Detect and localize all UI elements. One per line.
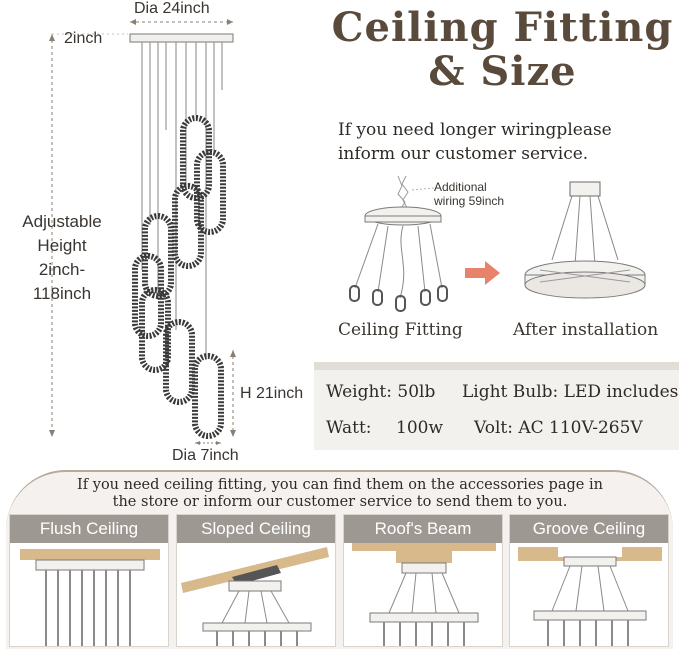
after-installation-drawing (524, 181, 646, 299)
spec-box: Weight: 50lb Light Bulb: LED includes Wa… (314, 362, 679, 450)
adjustable-height-label: Adjustable Height 2inch-118inch (10, 210, 114, 306)
wiring-note: If you need longer wiringplease inform o… (338, 118, 668, 166)
info-line1: If you need ceiling fitting, you can fin… (77, 477, 603, 493)
card-groove-ceiling-label: Groove Ceiling (510, 515, 668, 543)
pendant-rings (132, 115, 226, 439)
groove-ceiling-drawing (518, 547, 662, 646)
canopy-diameter-label: Dia 24inch (134, 0, 210, 17)
canopy-height-label: 2inch (64, 30, 103, 47)
card-roofs-beam: Roof's Beam (343, 514, 503, 647)
installation-diagram (349, 175, 646, 312)
card-sloped-ceiling-label: Sloped Ceiling (177, 515, 335, 543)
canopy-plate (129, 33, 234, 43)
pendant-height-label: H 21inch (240, 385, 304, 402)
additional-wiring-label: Additional wiring 59inch (434, 180, 504, 208)
info-line2: the store or inform our customer service… (112, 494, 568, 510)
card-flush-ceiling: Flush Ceiling (9, 514, 169, 647)
spec-watt-label: Watt: (326, 418, 372, 438)
chandelier-drawing (49, 19, 236, 445)
ceiling-fitting-info: If you need ceiling fitting, you can fin… (40, 477, 640, 511)
title-line1: Ceiling Fitting (331, 4, 674, 51)
spec-weight: Weight: 50lb (326, 382, 436, 402)
spec-box-bar (314, 362, 679, 370)
ceiling-fitting-drawing (349, 175, 448, 312)
canopy-width-dimension (130, 19, 233, 25)
flush-ceiling-drawing (20, 549, 160, 646)
pendant-width-dimension (195, 441, 221, 445)
spec-bulb: Light Bulb: LED includes (462, 382, 679, 402)
wiring-note-line2: inform our customer service. (338, 144, 589, 164)
card-roofs-beam-label: Roof's Beam (344, 515, 502, 543)
adjustable-line1: Adjustable (22, 212, 102, 231)
adjustable-line2: Height (37, 236, 87, 255)
spec-volt: Volt: AC 110V-265V (474, 418, 643, 438)
adjustable-line3: 2inch-118inch (32, 260, 92, 303)
page-title: Ceiling Fitting & Size (330, 6, 675, 94)
additional-wiring-line1: Additional (434, 180, 487, 194)
title-line2: & Size (428, 48, 577, 95)
sloped-ceiling-drawing (181, 547, 329, 646)
pendant-diameter-label: Dia 7inch (172, 447, 239, 464)
roofs-beam-drawing (352, 543, 496, 646)
ceiling-fitting-caption: Ceiling Fitting (338, 320, 463, 340)
additional-wiring-line2: wiring 59inch (434, 194, 505, 208)
suspension-wires (141, 42, 223, 360)
card-groove-ceiling: Groove Ceiling (509, 514, 669, 647)
pendant-height-dimension (230, 350, 236, 437)
height-dimension (49, 33, 128, 437)
after-installation-caption: After installation (513, 320, 659, 340)
wiring-note-line1: If you need longer wiringplease (338, 120, 612, 140)
spec-watt-value: 100w (396, 418, 443, 438)
card-sloped-ceiling: Sloped Ceiling (176, 514, 336, 647)
card-flush-ceiling-label: Flush Ceiling (10, 515, 168, 543)
arrow-icon (465, 261, 500, 285)
